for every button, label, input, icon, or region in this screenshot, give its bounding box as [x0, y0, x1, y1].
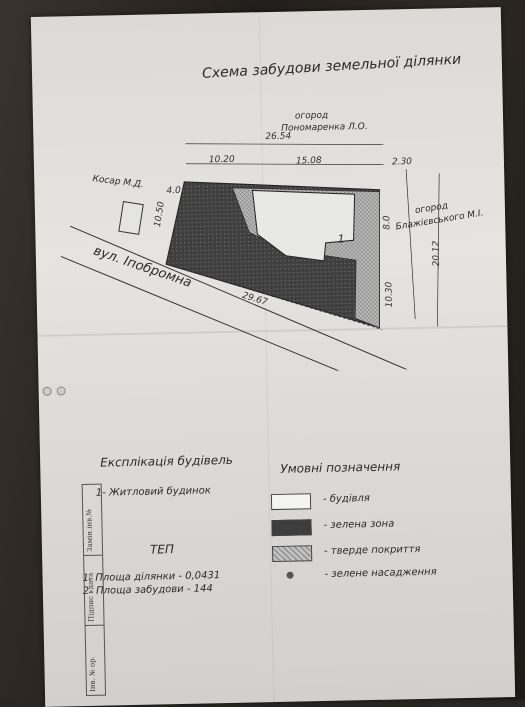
legend-label-planting: - зелене насадження [324, 566, 437, 580]
stamp-signature-date: Підпис і дата [86, 572, 96, 622]
building [251, 189, 356, 262]
explication-heading: Експлікація будівель [100, 452, 234, 470]
street-line [70, 225, 429, 377]
building-number: 1 [337, 232, 345, 246]
dim-inner-vertical-1: 8.0 [382, 215, 393, 230]
street-line [60, 255, 420, 377]
tep-heading: ТЕП [149, 542, 175, 557]
legend-swatch-green-zone [271, 519, 312, 537]
legend-swatch-hard-cover [271, 545, 313, 563]
legend-label-green-zone: - зелена зона [323, 518, 395, 531]
document-sheet: Схема забудови земельної ділянки [30, 7, 516, 707]
punch-hole [56, 386, 66, 396]
dim-left-small: 4.0 [166, 185, 181, 197]
neighbor-top-name: Пономаренка Л.О. [281, 121, 368, 134]
legend-swatch-planting [286, 571, 294, 579]
legend-label-building: - будівля [322, 493, 370, 505]
dim-top-right: 2.30 [391, 157, 413, 168]
punch-hole [42, 386, 52, 396]
stamp-replacement-inv: Замін.інв.№ [85, 508, 95, 552]
stamp-inv-original: Інв. № ор. [88, 656, 97, 692]
legend-heading: Умовні позначення [280, 459, 401, 476]
dim-top-total: 26.54 [265, 131, 292, 143]
dim-inner-vertical-2: 10.30 [384, 281, 395, 308]
dim-top-mid: 15.08 [295, 155, 322, 167]
neighbor-top-label: огород [294, 110, 329, 122]
explication-item: 1- Житловий будинок [95, 485, 211, 499]
neighbor-building [118, 201, 144, 235]
legend-label-hard-cover: - тверде покриття [323, 543, 421, 557]
dim-top-left: 10.20 [208, 154, 235, 166]
legend-swatch-building [270, 493, 312, 511]
site-plan [60, 143, 440, 377]
dim-right-vertical: 20.12 [431, 240, 443, 267]
